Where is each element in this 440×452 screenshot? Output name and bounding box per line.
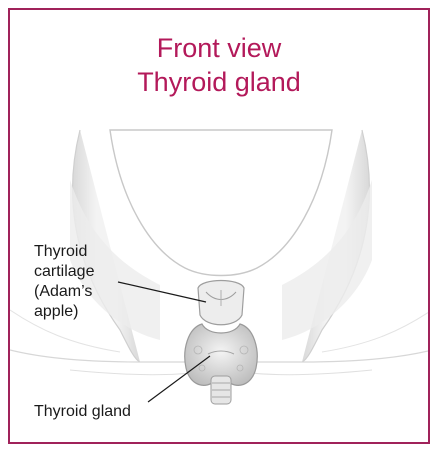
title-line-2: Thyroid gland	[10, 66, 428, 98]
cartilage-label-line-1: Thyroid	[34, 242, 87, 262]
title-line-1: Front view	[10, 32, 428, 64]
thyroid-cartilage	[198, 281, 244, 325]
trachea	[211, 376, 231, 404]
jaw-shape	[110, 130, 332, 276]
gland-label: Thyroid gland	[34, 402, 131, 422]
diagram-frame: Front view Thyroid gland Thyroid cartila…	[8, 8, 430, 444]
cartilage-label-line-2: cartilage	[34, 262, 94, 282]
cartilage-label-line-4: apple)	[34, 302, 78, 322]
cartilage-label-line-3: (Adam’s	[34, 282, 92, 302]
